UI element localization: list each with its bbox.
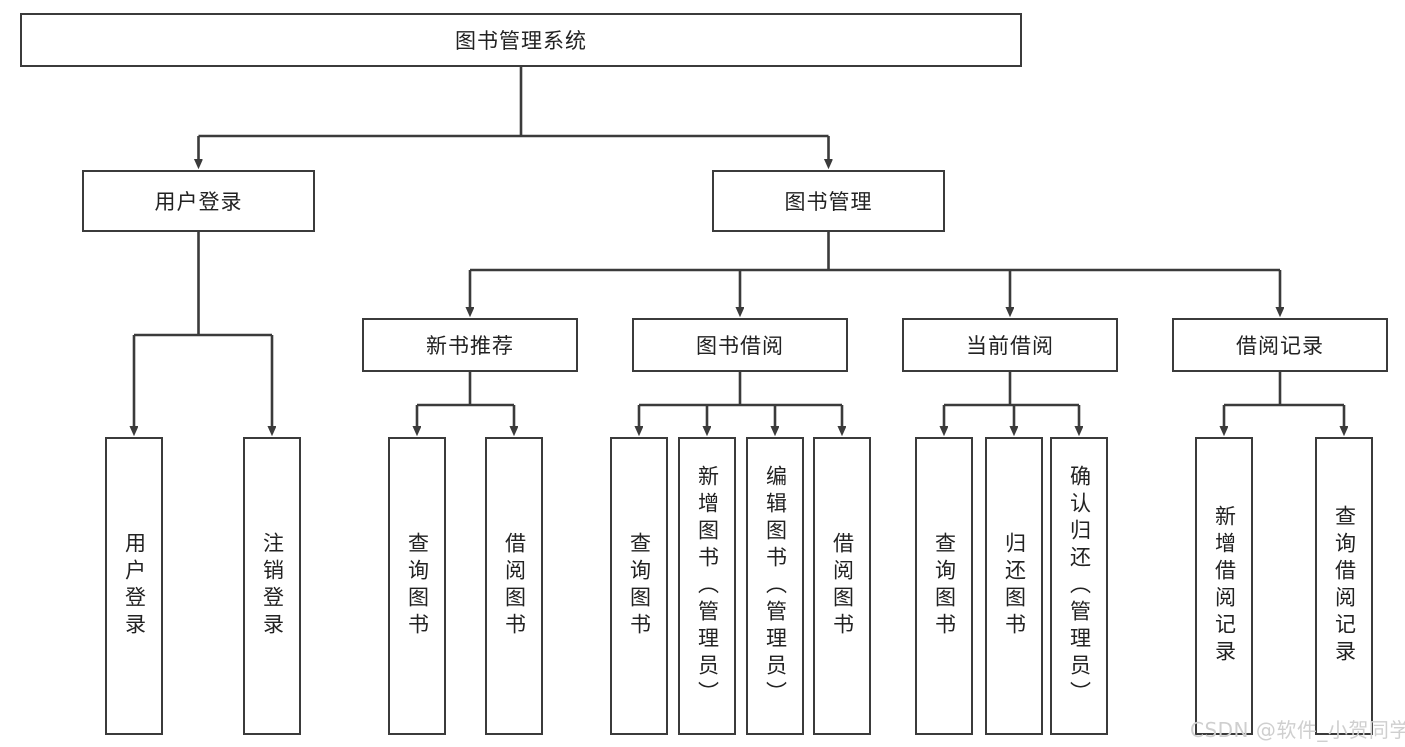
node-records[interactable]: 借阅记录 <box>1172 318 1388 372</box>
node-label: 注销登录 <box>260 532 285 640</box>
node-label: 查询借阅记录 <box>1332 505 1357 667</box>
node-leaf5[interactable]: 查询图书 <box>610 437 668 735</box>
node-leaf10[interactable]: 归还图书 <box>985 437 1043 735</box>
edge-group <box>134 67 1344 427</box>
node-label: 查询图书 <box>627 532 652 640</box>
node-label: 图书管理系统 <box>455 29 587 53</box>
node-login[interactable]: 用户登录 <box>82 170 315 232</box>
node-label: 当前借阅 <box>966 334 1054 358</box>
node-label: 新书推荐 <box>426 334 514 358</box>
node-leaf13[interactable]: 查询借阅记录 <box>1315 437 1373 735</box>
node-label: 借阅图书 <box>502 532 527 640</box>
node-label: 借阅记录 <box>1236 334 1324 358</box>
node-leaf8[interactable]: 借阅图书 <box>813 437 871 735</box>
node-leaf7[interactable]: 编辑图书（管理员） <box>746 437 804 735</box>
node-label: 查询图书 <box>405 532 430 640</box>
node-bookmgr[interactable]: 图书管理 <box>712 170 945 232</box>
node-label: 用户登录 <box>154 190 243 214</box>
node-label: 确认归还（管理员） <box>1067 464 1092 708</box>
node-label: 借阅图书 <box>830 532 855 640</box>
node-label: 新增借阅记录 <box>1212 505 1237 667</box>
node-leaf4[interactable]: 借阅图书 <box>485 437 543 735</box>
node-current[interactable]: 当前借阅 <box>902 318 1118 372</box>
node-label: 编辑图书（管理员） <box>763 464 788 708</box>
node-leaf9[interactable]: 查询图书 <box>915 437 973 735</box>
node-label: 图书管理 <box>784 190 873 214</box>
node-label: 图书借阅 <box>696 334 784 358</box>
node-leaf2[interactable]: 注销登录 <box>243 437 301 735</box>
node-label: 新增图书（管理员） <box>695 464 720 708</box>
node-leaf12[interactable]: 新增借阅记录 <box>1195 437 1253 735</box>
node-leaf11[interactable]: 确认归还（管理员） <box>1050 437 1108 735</box>
node-leaf3[interactable]: 查询图书 <box>388 437 446 735</box>
node-borrow[interactable]: 图书借阅 <box>632 318 848 372</box>
node-newrec[interactable]: 新书推荐 <box>362 318 578 372</box>
node-label: 用户登录 <box>122 532 147 640</box>
node-leaf1[interactable]: 用户登录 <box>105 437 163 735</box>
node-root[interactable]: 图书管理系统 <box>20 13 1022 67</box>
node-label: 归还图书 <box>1002 532 1027 640</box>
node-leaf6[interactable]: 新增图书（管理员） <box>678 437 736 735</box>
node-label: 查询图书 <box>932 532 957 640</box>
watermark: CSDN @软件_小贺同学 <box>1190 718 1405 742</box>
